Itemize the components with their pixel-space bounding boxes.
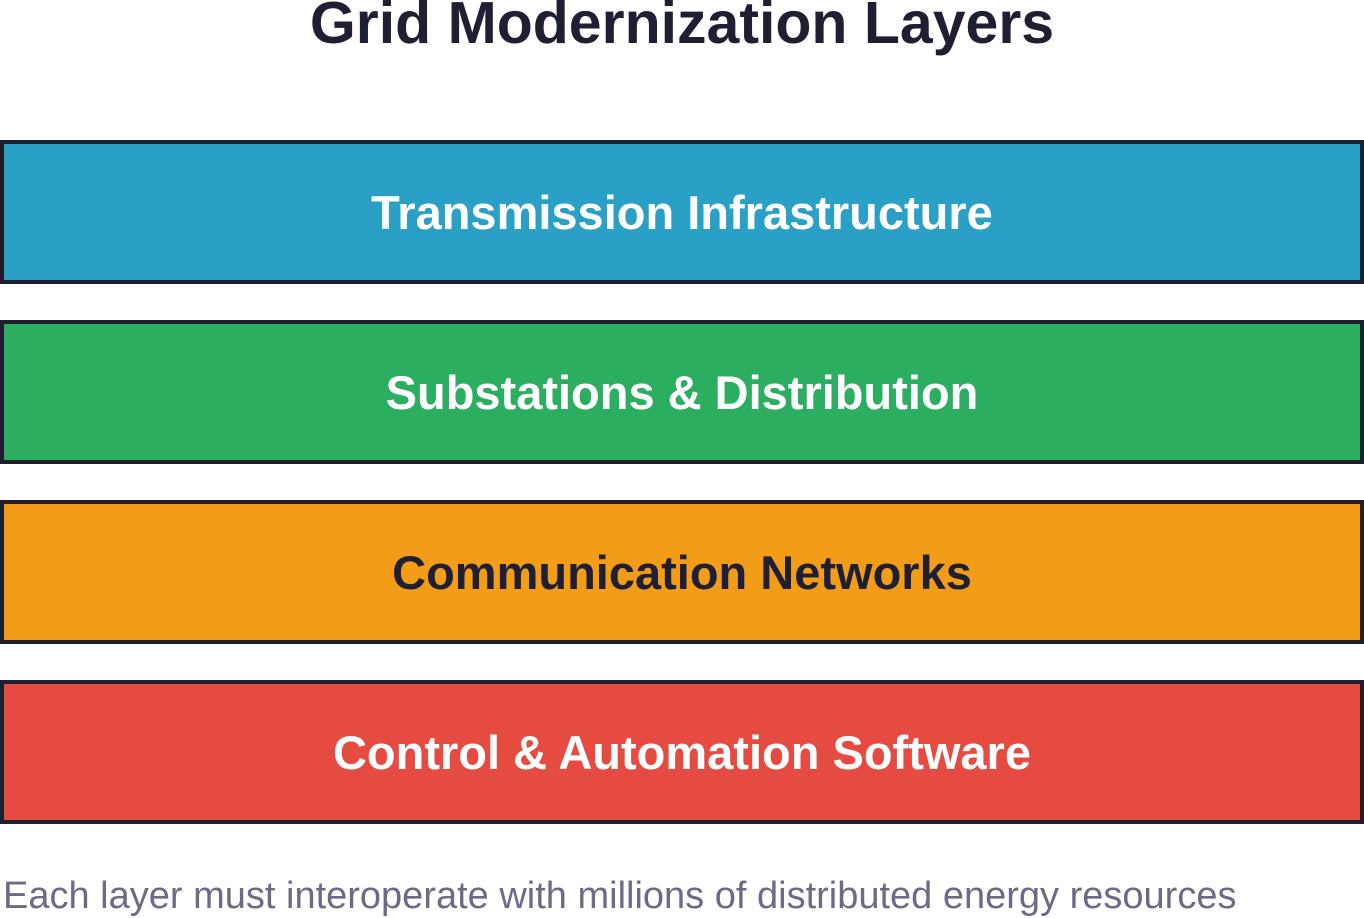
layer-transmission-infrastructure: Transmission Infrastructure: [0, 140, 1364, 284]
layer-substations-distribution: Substations & Distribution: [0, 320, 1364, 464]
layer-label: Communication Networks: [392, 545, 972, 599]
diagram-title: Grid Modernization Layers: [309, 0, 1055, 56]
layer-label: Substations & Distribution: [385, 365, 979, 419]
layer-label: Transmission Infrastructure: [371, 185, 993, 239]
layer-control-automation-software: Control & Automation Software: [0, 680, 1364, 824]
layer-communication-networks: Communication Networks: [0, 500, 1364, 644]
footnote: Each layer must interoperate with millio…: [3, 875, 1237, 917]
layer-label: Control & Automation Software: [332, 725, 1031, 779]
